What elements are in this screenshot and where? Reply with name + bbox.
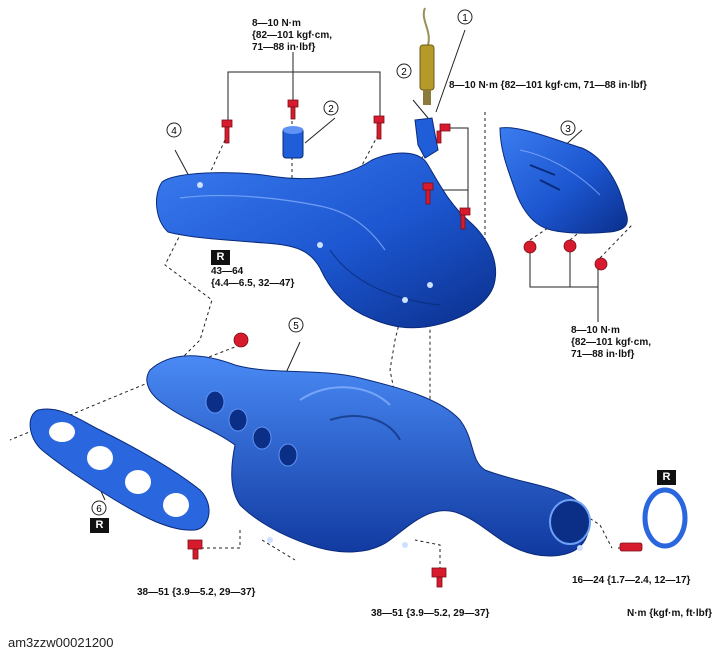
bolt-icon [459,207,471,230]
figure-id: am3zzw00021200 [8,635,114,650]
insulator-cover-small [282,126,304,159]
svg-text:5: 5 [293,321,299,332]
torque-line: {82—101 kgf·cm, [252,30,333,41]
torque-line: 8—10 N·m [252,18,301,29]
svg-text:1: 1 [462,13,468,24]
oxygen-sensor [419,7,435,105]
nut-icon [563,239,577,253]
torque-label-top-right: 8—10 N·m {82—101 kgf·cm, 71—88 in·lbf} [449,80,647,91]
torque-label-bottom-right: 16—24 {1.7—2.4, 12—17} [572,575,691,586]
callout-2a: 2 [396,63,412,79]
callout-6: 6 [91,500,107,516]
stud-bolt-icon [187,539,203,560]
torque-line: {82—101 kgf·cm, [571,337,652,348]
bolt-icon [422,182,434,205]
torque-line: 43—64 [211,266,244,277]
replace-badge: R [657,470,676,485]
replace-badge: R [211,250,230,265]
callout-2b: 2 [323,100,339,116]
stud-bolt-icon [619,542,643,552]
torque-label-bottom-left: 38—51 {3.9—5.2, 29—37} [137,587,256,598]
torque-line: 71—88 in·lbf} [571,349,635,360]
torque-line: 71—88 in·lbf} [252,42,316,53]
torque-label-right-mid: 8—10 N·m {82—101 kgf·cm, 71—88 in·lbf} [571,325,651,361]
units-note: N·m {kgf·m, ft·lbf} [627,608,712,619]
exhaust-manifold [146,355,591,557]
flange-ports [205,390,298,467]
stud-bolt-icon [431,567,447,588]
ring-gasket [642,487,688,549]
svg-text:2: 2 [401,67,407,78]
heat-insulator-side [499,127,628,234]
sensor-bracket [414,117,439,159]
torque-label-bottom-center: 38—51 {3.9—5.2, 29—37} [371,608,490,619]
bolt-icon [436,123,451,144]
nut-icon [594,257,608,271]
torque-label-top-left: 8—10 N·m {82—101 kgf·cm, 71—88 in·lbf} [252,18,332,54]
bolt-icon [373,115,385,140]
fasteners [187,99,643,588]
svg-text:6: 6 [96,504,102,515]
svg-text:3: 3 [565,124,571,135]
bolt-icon [221,119,233,144]
bolt-icon [287,99,299,120]
nut-icon [523,240,537,254]
nut-icon [233,332,249,348]
replace-badge: R [90,518,109,533]
torque-line: 8—10 N·m [571,325,620,336]
callout-1: 1 [457,9,473,25]
callout-4: 4 [166,122,182,138]
svg-text:2: 2 [328,104,334,115]
manifold-gasket [29,408,210,531]
callout-circles: 1 2 2 3 4 5 6 [91,9,576,516]
callout-3: 3 [560,120,576,136]
svg-text:4: 4 [171,126,177,137]
callout-5: 5 [288,317,304,333]
torque-line: {4.4—6.5, 32—47} [211,278,295,289]
torque-label-left-mid: 43—64 {4.4—6.5, 32—47} [211,266,294,290]
heat-insulator-upper [156,152,497,329]
